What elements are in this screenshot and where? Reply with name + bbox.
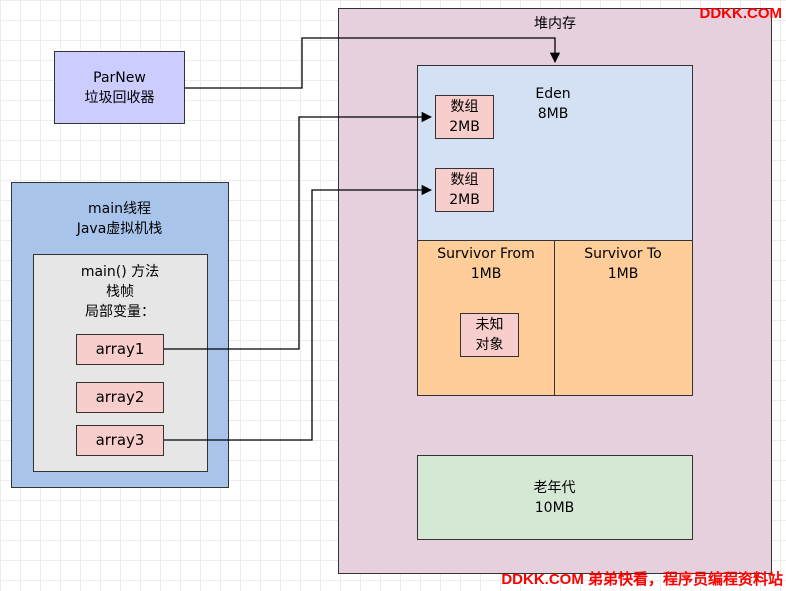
local-var-array1: array1 bbox=[76, 334, 164, 365]
local-var-array3: array3 bbox=[76, 425, 164, 456]
old-generation-label: 老年代 10MB bbox=[533, 480, 576, 516]
eden-array-object-1: 数组 2MB bbox=[435, 95, 494, 139]
parnew-collector-box: ParNew 垃圾回收器 bbox=[54, 51, 185, 124]
old-generation-region: 老年代 10MB bbox=[417, 455, 693, 540]
stack-frame-label: main() 方法 栈帧 局部变量： bbox=[80, 264, 160, 320]
eden-array-object-2: 数组 2MB bbox=[435, 168, 494, 212]
java-vm-stack-label: main线程 Java虚拟机栈 bbox=[76, 201, 163, 237]
parnew-collector-label: ParNew 垃圾回收器 bbox=[84, 70, 155, 106]
survivor-to-label: Survivor To 1MB bbox=[584, 246, 662, 282]
eden-label: Eden 8MB bbox=[535, 86, 571, 122]
survivor-to-region: Survivor To 1MB bbox=[554, 240, 693, 396]
parnew-to-eden-arrow bbox=[185, 37, 561, 89]
eden-array-object-1-label: 数组 2MB bbox=[449, 99, 480, 135]
array3-reference-arrow bbox=[164, 184, 433, 441]
local-var-array2: array2 bbox=[76, 382, 164, 413]
unknown-object: 未知 对象 bbox=[460, 313, 519, 357]
heap-memory-label: 堆内存 bbox=[534, 16, 576, 32]
unknown-object-label: 未知 对象 bbox=[475, 317, 504, 353]
survivor-from-label: Survivor From 1MB bbox=[437, 246, 535, 282]
eden-array-object-2-label: 数组 2MB bbox=[449, 172, 480, 208]
array1-reference-arrow bbox=[164, 111, 433, 350]
watermark-bottom: DDKK.COM 弟弟快看，程序员编程资料站 bbox=[501, 571, 783, 588]
watermark-top: DDKK.COM bbox=[699, 5, 783, 22]
